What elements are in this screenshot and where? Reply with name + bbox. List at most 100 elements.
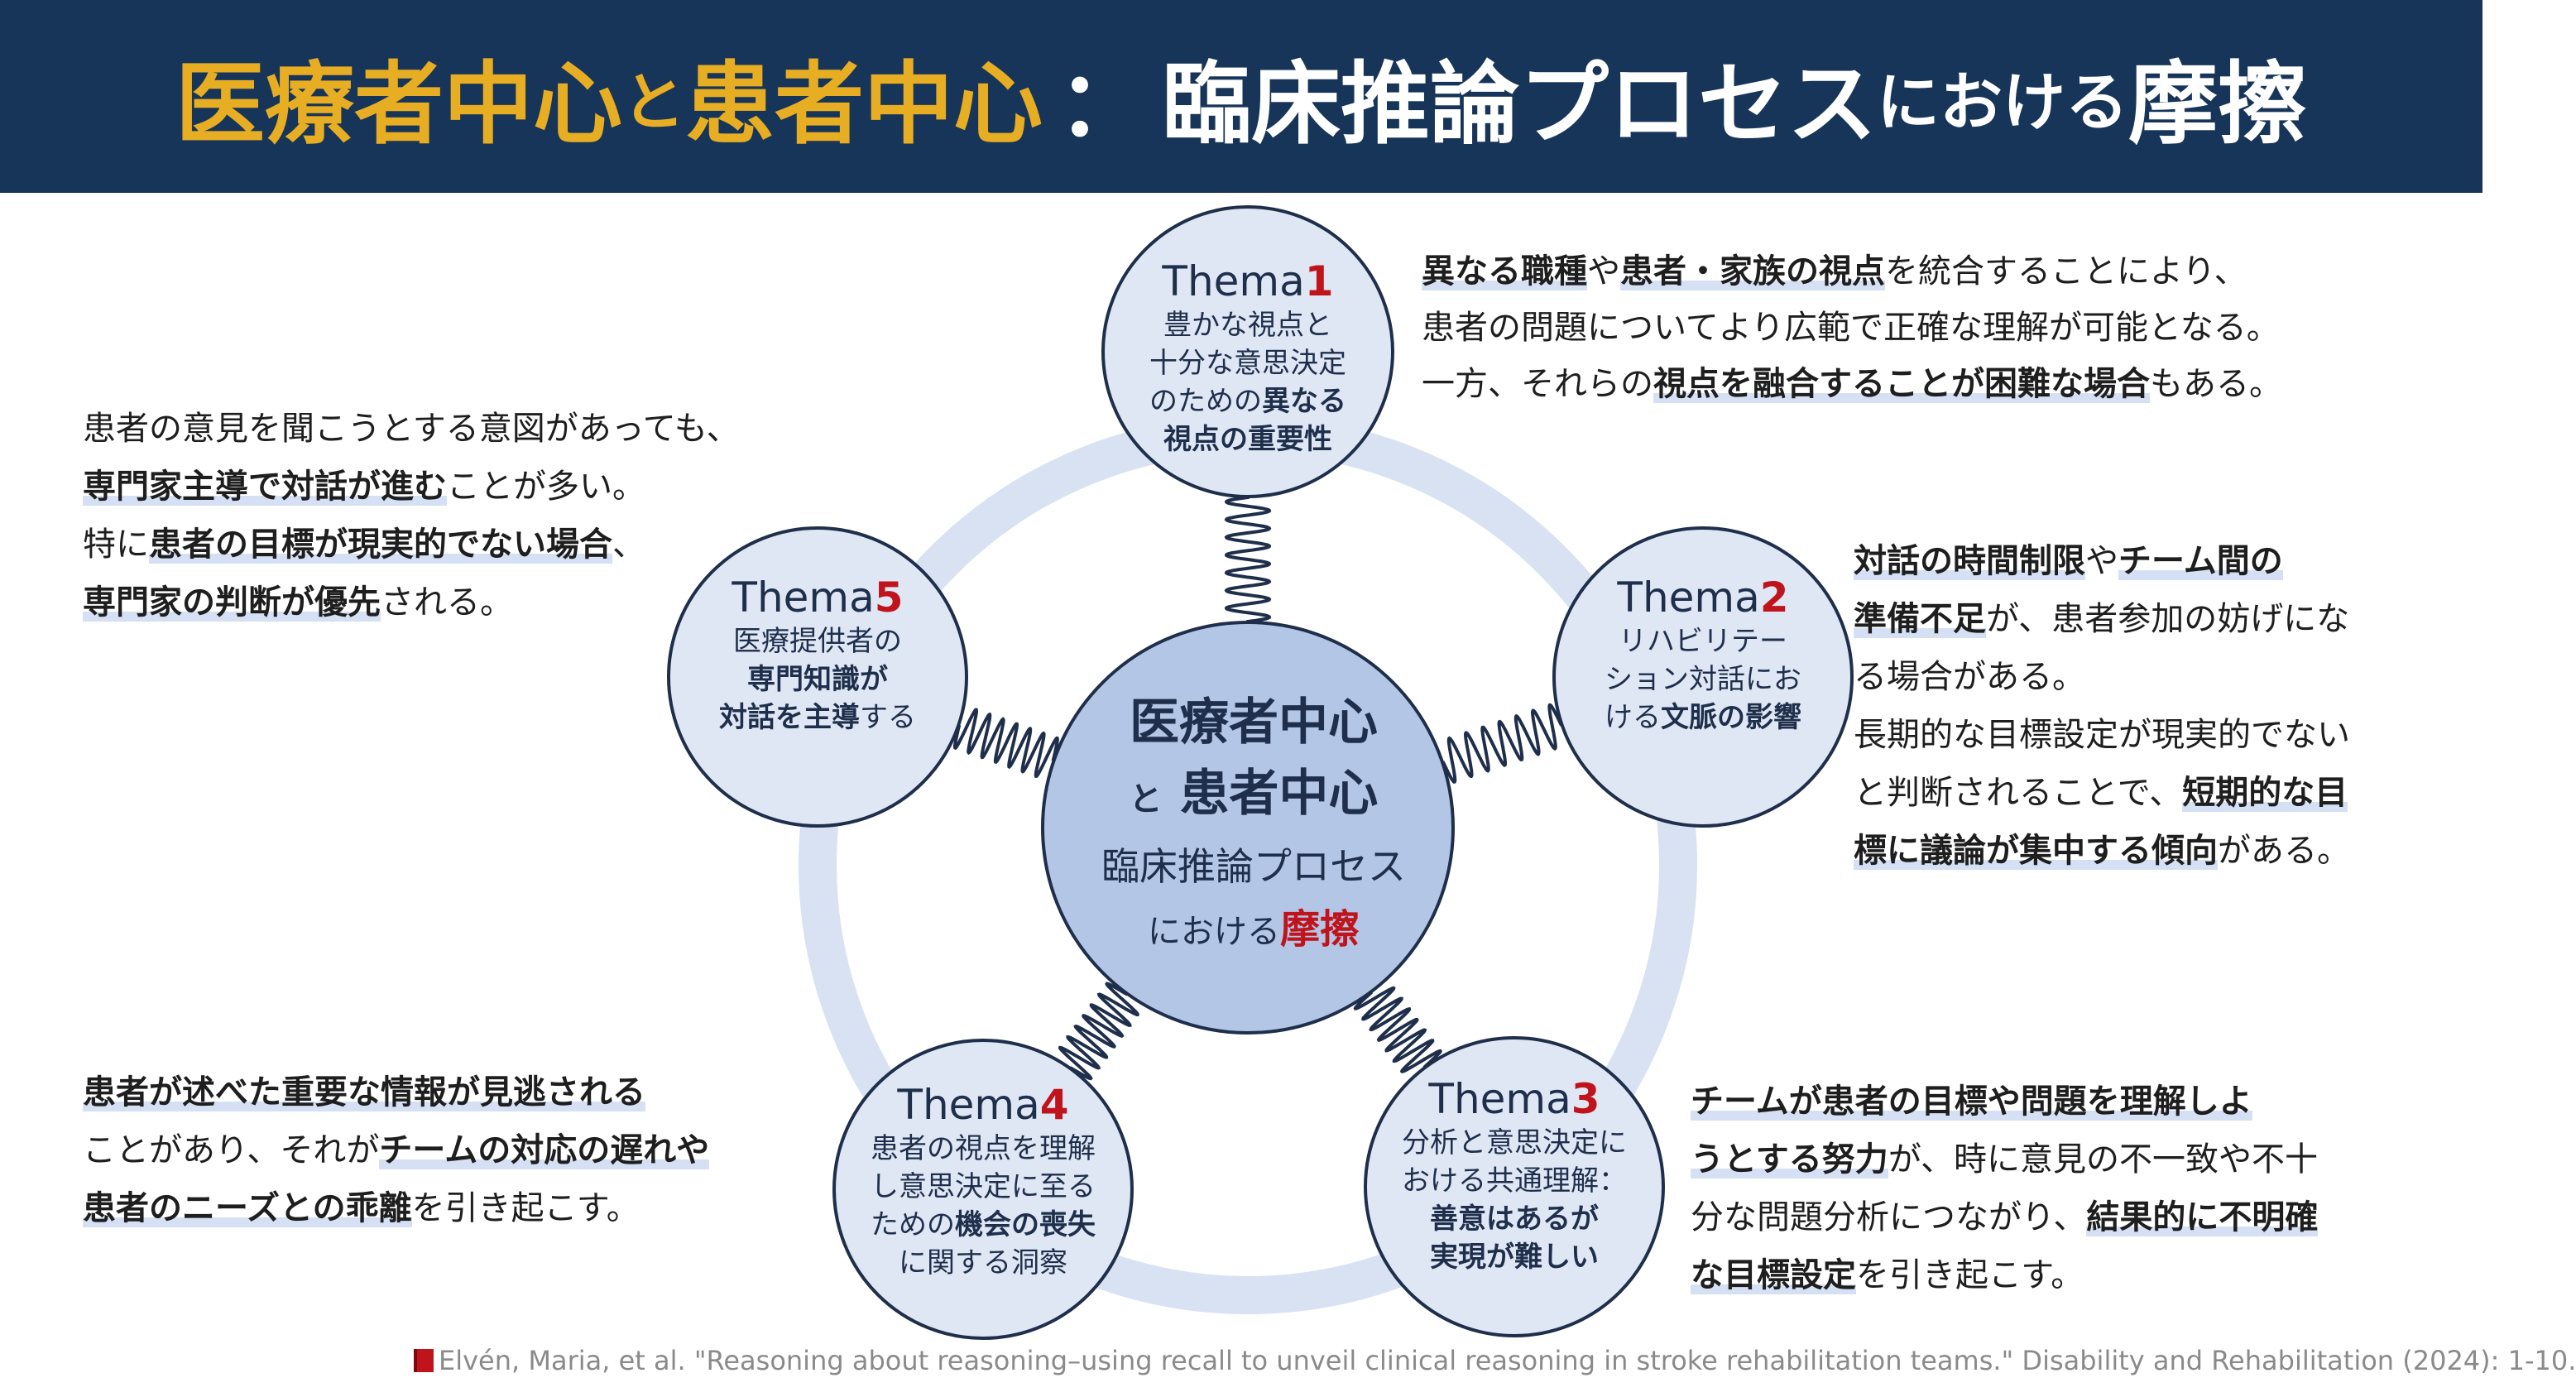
theme-number: 4 — [1039, 1081, 1069, 1129]
spring-2 — [1438, 703, 1566, 785]
note-line: 異なる職種や患者・家族の視点を統合することにより、 — [1422, 243, 2282, 300]
theme-label: Thema — [1617, 574, 1760, 622]
theme-emphasis: 視点の重要性 — [1163, 423, 1332, 456]
theme-text: 豊かな視点と — [1163, 309, 1332, 342]
theme-body-3: 分析と意思決定における共通理解： 善意はあるが実現が難しい — [1365, 1124, 1663, 1276]
note-line: 患者の問題についてより広範で正確な理解が可能となる。 — [1422, 300, 2282, 356]
theme-number: 5 — [874, 574, 904, 622]
book-icon — [414, 1349, 434, 1372]
theme-number: 1 — [1304, 257, 1334, 305]
theme-label: Thema — [1162, 257, 1305, 305]
note-text: もある。 — [2150, 365, 2282, 403]
note-line: うとする努力が、時に意見の不一致や不十 — [1691, 1131, 2318, 1188]
note-emphasis: 標に議論が集中する傾向 — [1854, 832, 2218, 870]
title-part2: と — [621, 65, 685, 139]
theme-label: Thema — [732, 574, 875, 622]
theme-line: のための異なる — [1103, 382, 1393, 420]
note-emphasis: チーム間の — [2118, 542, 2283, 580]
note-line: な目標設定を引き起こす。 — [1691, 1246, 2318, 1304]
theme-text: ション対話にお — [1605, 663, 1801, 696]
theme-text: ための — [871, 1208, 955, 1241]
note-text: 患者の意見を聞こうとする意図があっても、 — [83, 410, 740, 448]
header-bar — [0, 0, 2482, 193]
note-line: 分な問題分析につながり、結果的に不明確 — [1691, 1188, 2319, 1246]
theme-text: する — [860, 701, 916, 734]
theme-line: ける文脈の影響 — [1554, 698, 1852, 737]
title-part3: 患者中心 — [684, 52, 1043, 156]
theme-line: 分析と意思決定に — [1365, 1124, 1663, 1162]
center-line4b: 摩擦 — [1279, 906, 1360, 953]
theme-line: 実現が難しい — [1365, 1238, 1663, 1276]
theme-text: に関する洞察 — [899, 1246, 1067, 1279]
title-part1: 医療者中心 — [175, 52, 622, 156]
note-text: 特に — [83, 526, 149, 564]
note-line: 長期的な目標設定が現実的でない — [1854, 706, 2350, 764]
center-hub-circle — [1041, 621, 1455, 1035]
note-text: を引き起こす。 — [1856, 1256, 2084, 1294]
theme-text: 患者の視点を理解 — [871, 1132, 1096, 1165]
title-part6: における — [1877, 65, 2129, 139]
note-line: と判断されることで、短期的な目 — [1854, 764, 2350, 822]
citation-text: Elvén, Maria, et al. "Reasoning about re… — [439, 1345, 2576, 1376]
page-title: 医療者中心 と 患者中心 ： 臨床推論プロセス における 摩擦 — [0, 0, 2482, 193]
note-line: ことがあり、それがチームの対応の遅れや — [83, 1121, 710, 1179]
note-text: る場合がある。 — [1854, 658, 2085, 696]
note-line: 患者が述べた重要な情報が見逃される — [83, 1063, 709, 1121]
theme-circle-3 — [1364, 1036, 1665, 1337]
theme-emphasis: 専門知識が — [747, 663, 888, 696]
theme-line: し意思決定に至る — [834, 1168, 1132, 1206]
note-line: 専門家の判断が優先される。 — [83, 574, 740, 631]
spring-3 — [1353, 986, 1442, 1073]
theme-line: ための機会の喪失 — [834, 1206, 1132, 1244]
theme-text: 医療提供者の — [733, 625, 902, 658]
note-theme1: 異なる職種や患者・家族の視点を統合することにより、患者の問題についてより広範で正… — [1422, 243, 2282, 412]
theme-title-5: Thema5 — [669, 573, 967, 622]
note-line: チームが患者の目標や問題を理解しよ — [1691, 1073, 2318, 1131]
note-theme4: 患者が述べた重要な情報が見逃されることがあり、それがチームの対応の遅れや患者のニ… — [83, 1063, 710, 1237]
note-text: が、患者参加の妨げにな — [1986, 600, 2350, 638]
title-colon: ： — [1057, 52, 1147, 156]
theme-text: おける共通理解： — [1402, 1164, 1627, 1198]
note-text: 患者の問題についてより広範で正確な理解が可能となる。 — [1422, 309, 2280, 347]
theme-circles — [667, 205, 1854, 1340]
theme-line: 善意はあるが — [1365, 1200, 1663, 1238]
title-part5: 臨床推論プロセス — [1162, 52, 1878, 156]
note-line: 患者のニーズとの乖離を引き起こす。 — [83, 1179, 709, 1237]
theme-text: 十分な意思決定 — [1149, 347, 1346, 380]
theme-body-1: 豊かな視点と十分な意思決定のための異なる視点の重要性 — [1103, 306, 1393, 458]
center-line4a: における — [1147, 913, 1280, 951]
center-line2a: と — [1129, 780, 1163, 819]
theme-label: Thema — [1428, 1075, 1571, 1123]
note-theme2: 対話の時間制限やチーム間の準備不足が、患者参加の妨げになる場合がある。長期的な目… — [1854, 532, 2350, 880]
theme-line: 患者の視点を理解 — [834, 1130, 1132, 1168]
theme-text: し意思決定に至る — [871, 1170, 1096, 1203]
note-line: 一方、それらの視点を融合することが困難な場合もある。 — [1422, 356, 2282, 412]
title-part7: 摩擦 — [2128, 52, 2308, 156]
theme-line: 医療提供者の — [669, 622, 967, 660]
theme-title-1: Thema1 — [1103, 257, 1393, 306]
note-line: 特に患者の目標が現実的でない場合、 — [83, 516, 740, 574]
note-theme3: チームが患者の目標や問題を理解しようとする努力が、時に意見の不一致や不十分な問題… — [1691, 1073, 2319, 1304]
note-line: 準備不足が、患者参加の妨げにな — [1854, 590, 2350, 648]
note-emphasis: 患者の目標が現実的でない場合 — [149, 526, 612, 564]
citation: Elvén, Maria, et al. "Reasoning about re… — [414, 1345, 2576, 1376]
note-text: を引き起こす。 — [411, 1189, 640, 1227]
spring-4 — [1058, 982, 1139, 1081]
note-emphasis: 患者のニーズとの乖離 — [83, 1189, 412, 1227]
theme-circle-1 — [1101, 205, 1394, 498]
theme-emphasis: 異なる — [1262, 385, 1346, 418]
note-emphasis: 異なる職種 — [1422, 252, 1587, 290]
springs — [952, 492, 1566, 1081]
theme-emphasis: 善意はあるが — [1430, 1203, 1599, 1236]
note-line: 標に議論が集中する傾向がある。 — [1854, 822, 2350, 880]
note-text: 一方、それらの — [1422, 365, 1653, 403]
theme-label: Thema — [897, 1081, 1040, 1129]
theme-line: 十分な意思決定 — [1103, 344, 1393, 382]
diagram-canvas — [667, 205, 1854, 1340]
theme-line: 専門知識が — [669, 660, 967, 698]
spring-1 — [1224, 492, 1272, 626]
theme-line: おける共通理解： — [1365, 1162, 1663, 1200]
theme-text: リハビリテー — [1619, 625, 1787, 658]
